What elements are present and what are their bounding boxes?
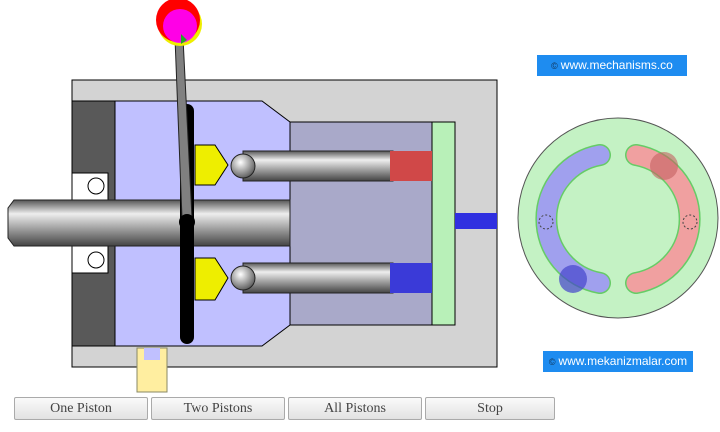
- piston-shoe-bottom: [194, 257, 229, 301]
- piston-rod-bottom: [242, 262, 394, 294]
- shaft: [7, 199, 291, 247]
- two-pistons-button[interactable]: Two Pistons: [151, 397, 285, 420]
- bearing-top: [71, 172, 109, 201]
- stop-button[interactable]: Stop: [425, 397, 555, 420]
- piston-head-red: [390, 151, 432, 181]
- lever-knob[interactable]: [156, 0, 202, 46]
- piston-head-blue: [390, 263, 432, 293]
- copyright-icon: ©: [548, 357, 556, 367]
- link-text: www.mechanisms.co: [560, 58, 673, 72]
- one-piston-button[interactable]: One Piston: [14, 397, 148, 420]
- bearing-bottom: [71, 245, 109, 274]
- all-pistons-button[interactable]: All Pistons: [288, 397, 422, 420]
- copyright-icon: ©: [551, 61, 558, 71]
- valve-plate-disc: [517, 117, 719, 319]
- swash-pivot: [179, 214, 195, 230]
- piston-ball-bottom: [230, 265, 256, 291]
- link-text: www.mekanizmalar.com: [558, 354, 688, 368]
- piston-rod-top: [242, 150, 394, 182]
- piston-ball-top: [230, 153, 256, 179]
- mechanisms-link[interactable]: ©www.mechanisms.co: [537, 55, 687, 76]
- valve-plate: [431, 121, 456, 326]
- drain-fitting: [136, 347, 168, 393]
- piston-shoe-top: [194, 144, 229, 186]
- output-port: [455, 213, 497, 229]
- mekanizmalar-link[interactable]: ©www.mekanizmalar.com: [543, 351, 693, 372]
